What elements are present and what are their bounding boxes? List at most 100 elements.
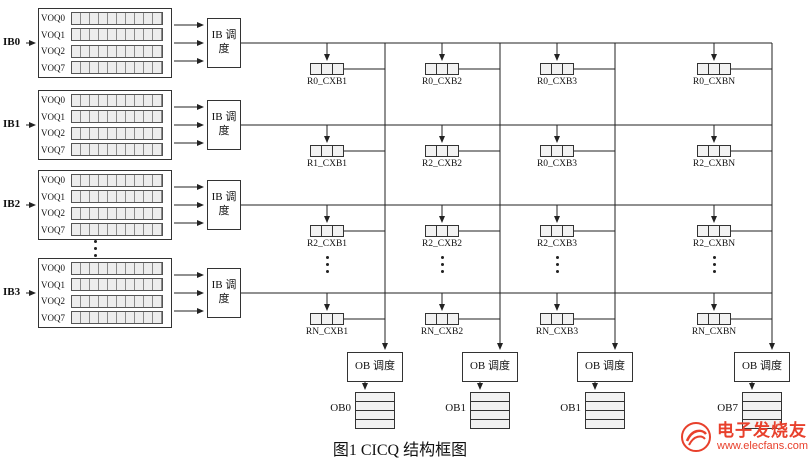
queue-icon xyxy=(425,63,459,75)
ib-scheduler-box: IB 调度 xyxy=(207,268,241,318)
output-buffer-queue xyxy=(355,392,395,429)
output-buffer-queue xyxy=(585,392,625,429)
crosspoint-label: RN_CXB2 xyxy=(420,327,464,337)
voq-queue-cells xyxy=(71,28,163,42)
voq-row: VOQ0 xyxy=(41,92,169,108)
output-buffer-queue xyxy=(742,392,782,429)
voq-queue-cells xyxy=(71,93,163,107)
crosspoint-label: R0_CXB1 xyxy=(306,77,348,87)
crosspoint-label: RN_CXB3 xyxy=(535,327,579,337)
crosspoint-label: R0_CXB3 xyxy=(536,77,578,87)
crosspoint-queue: RN_CXB2 xyxy=(407,313,477,337)
voq-label: VOQ2 xyxy=(41,46,65,57)
voq-row: VOQ2 xyxy=(41,43,169,59)
output-buffer-label: OB0 xyxy=(330,402,351,414)
crosspoint-label: RN_CXBN xyxy=(691,327,737,337)
ellipsis-dots xyxy=(441,256,444,259)
voq-label: VOQ0 xyxy=(41,95,65,106)
crosspoint-queue: R2_CXBN xyxy=(679,225,749,249)
input-block-label: IB2 xyxy=(3,198,21,210)
voq-row: VOQ0 xyxy=(41,10,169,26)
voq-block: VOQ0 VOQ1 VOQ2 VOQ7 xyxy=(38,170,172,240)
voq-block: VOQ0 VOQ1 VOQ2 VOQ7 xyxy=(38,8,172,78)
voq-queue-cells xyxy=(71,278,163,292)
watermark-text: 电子发烧友 www.elecfans.com xyxy=(717,421,809,453)
voq-label: VOQ1 xyxy=(41,29,65,40)
elecfans-logo-icon xyxy=(681,422,711,452)
voq-row: VOQ0 xyxy=(41,172,169,188)
voq-label: VOQ7 xyxy=(41,224,65,235)
crosspoint-label: R2_CXB2 xyxy=(421,159,463,169)
voq-queue-cells xyxy=(71,223,163,237)
ellipsis-dots xyxy=(713,256,716,259)
ellipsis-dots xyxy=(326,256,329,259)
output-buffer-label: OB7 xyxy=(717,402,738,414)
crosspoint-queue: R2_CXB2 xyxy=(407,145,477,169)
voq-row: VOQ1 xyxy=(41,189,169,205)
ob-scheduler-box: OB 调度 xyxy=(347,352,403,382)
input-block-label: IB1 xyxy=(3,118,21,130)
crosspoint-queue: R0_CXB1 xyxy=(292,63,362,87)
voq-label: VOQ7 xyxy=(41,62,65,73)
ellipsis-dots xyxy=(556,256,559,259)
figure-caption: 图1 CICQ 结构框图 xyxy=(332,442,468,459)
voq-block: VOQ0 VOQ1 VOQ2 VOQ7 xyxy=(38,258,172,328)
crosspoint-queue: R1_CXB1 xyxy=(292,145,362,169)
crosspoint-label: R2_CXB1 xyxy=(306,239,348,249)
queue-icon xyxy=(310,225,344,237)
voq-row: VOQ1 xyxy=(41,277,169,293)
voq-row: VOQ2 xyxy=(41,205,169,221)
voq-queue-cells xyxy=(71,61,163,75)
queue-icon xyxy=(540,225,574,237)
queue-icon xyxy=(310,63,344,75)
queue-icon xyxy=(310,313,344,325)
voq-label: VOQ1 xyxy=(41,191,65,202)
voq-queue-cells xyxy=(71,190,163,204)
voq-row: VOQ7 xyxy=(41,310,169,326)
voq-label: VOQ0 xyxy=(41,13,65,24)
ob-scheduler-box: OB 调度 xyxy=(577,352,633,382)
crosspoint-label: R2_CXB3 xyxy=(536,239,578,249)
crosspoint-label: R0_CXB3 xyxy=(536,159,578,169)
queue-icon xyxy=(540,313,574,325)
voq-label: VOQ2 xyxy=(41,128,65,139)
queue-icon xyxy=(425,313,459,325)
crosspoint-queue: R2_CXB3 xyxy=(522,225,592,249)
voq-label: VOQ2 xyxy=(41,296,65,307)
voq-label: VOQ7 xyxy=(41,312,65,323)
voq-queue-cells xyxy=(71,110,163,124)
ellipsis-dots xyxy=(94,240,97,243)
ib-scheduler-box: IB 调度 xyxy=(207,18,241,68)
output-buffer-label: OB1 xyxy=(560,402,581,414)
voq-row: VOQ2 xyxy=(41,125,169,141)
queue-icon xyxy=(697,63,731,75)
voq-queue-cells xyxy=(71,173,163,187)
watermark: 电子发烧友 www.elecfans.com xyxy=(680,421,808,453)
queue-icon xyxy=(697,225,731,237)
crosspoint-queue: RN_CXB1 xyxy=(292,313,362,337)
voq-label: VOQ2 xyxy=(41,208,65,219)
input-block-label: IB0 xyxy=(3,36,21,48)
crosspoint-label: R0_CXB2 xyxy=(421,77,463,87)
voq-row: VOQ0 xyxy=(41,260,169,276)
voq-queue-cells xyxy=(71,311,163,325)
crosspoint-label: R2_CXBN xyxy=(692,239,736,249)
crosspoint-queue: R2_CXBN xyxy=(679,145,749,169)
voq-queue-cells xyxy=(71,11,163,25)
voq-queue-cells xyxy=(71,206,163,220)
crosspoint-label: R2_CXBN xyxy=(692,159,736,169)
voq-row: VOQ7 xyxy=(41,222,169,238)
input-block-label: IB3 xyxy=(3,286,21,298)
output-buffer-label: OB1 xyxy=(445,402,466,414)
voq-label: VOQ0 xyxy=(41,263,65,274)
voq-row: VOQ1 xyxy=(41,27,169,43)
crosspoint-queue: R0_CXB3 xyxy=(522,145,592,169)
crosspoint-label: RN_CXB1 xyxy=(305,327,349,337)
crosspoint-label: R1_CXB1 xyxy=(306,159,348,169)
watermark-url: www.elecfans.com xyxy=(717,440,809,453)
voq-label: VOQ1 xyxy=(41,279,65,290)
voq-row: VOQ7 xyxy=(41,142,169,158)
crosspoint-queue: R2_CXB2 xyxy=(407,225,477,249)
voq-queue-cells xyxy=(71,143,163,157)
